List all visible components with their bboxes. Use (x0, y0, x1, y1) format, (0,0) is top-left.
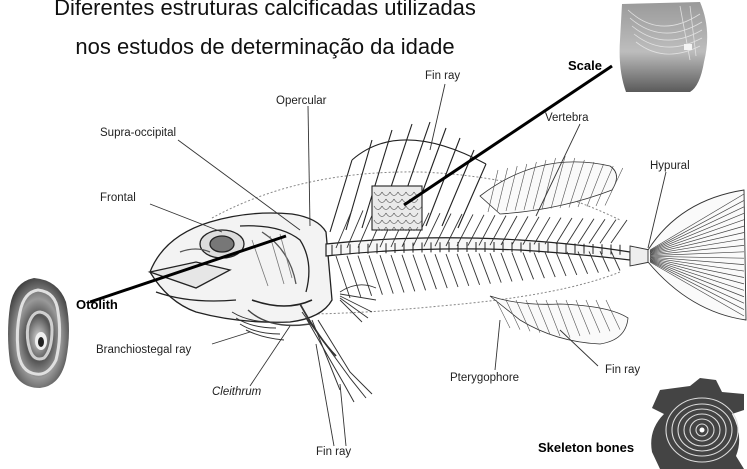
scale-photo (620, 2, 708, 92)
label-opercular: Opercular (276, 95, 327, 107)
pectoral-fin (340, 285, 376, 322)
label-vertebra: Vertebra (545, 112, 588, 124)
label-hypural: Hypural (650, 160, 690, 172)
label-pterygophore: Pterygophore (450, 372, 519, 384)
body-scale-patch (372, 186, 422, 231)
label-skeleton-bones: Skeleton bones (538, 440, 634, 455)
label-cleithrum: Cleithrum (212, 386, 261, 398)
pelvic-fin (300, 304, 372, 402)
fish-skull (150, 213, 332, 325)
label-otolith: Otolith (76, 297, 118, 312)
title-line-1: Diferentes estruturas calcificadas utili… (0, 0, 530, 21)
label-frontal: Frontal (100, 192, 136, 204)
label-branchiostegal-ray: Branchiostegal ray (96, 344, 191, 356)
title-line-2: nos estudos de determinação da idade (0, 34, 530, 60)
second-dorsal-fin (480, 162, 617, 214)
skeleton-bones-photo (651, 378, 744, 469)
otolith-photo (8, 278, 69, 388)
label-fin-ray-right: Fin ray (605, 364, 640, 376)
caudal-fin (630, 190, 746, 320)
label-fin-ray-bottom: Fin ray (316, 446, 351, 458)
label-scale: Scale (568, 58, 602, 73)
label-fin-ray-top: Fin ray (425, 70, 460, 82)
label-supra-occipital: Supra-occipital (100, 127, 176, 139)
